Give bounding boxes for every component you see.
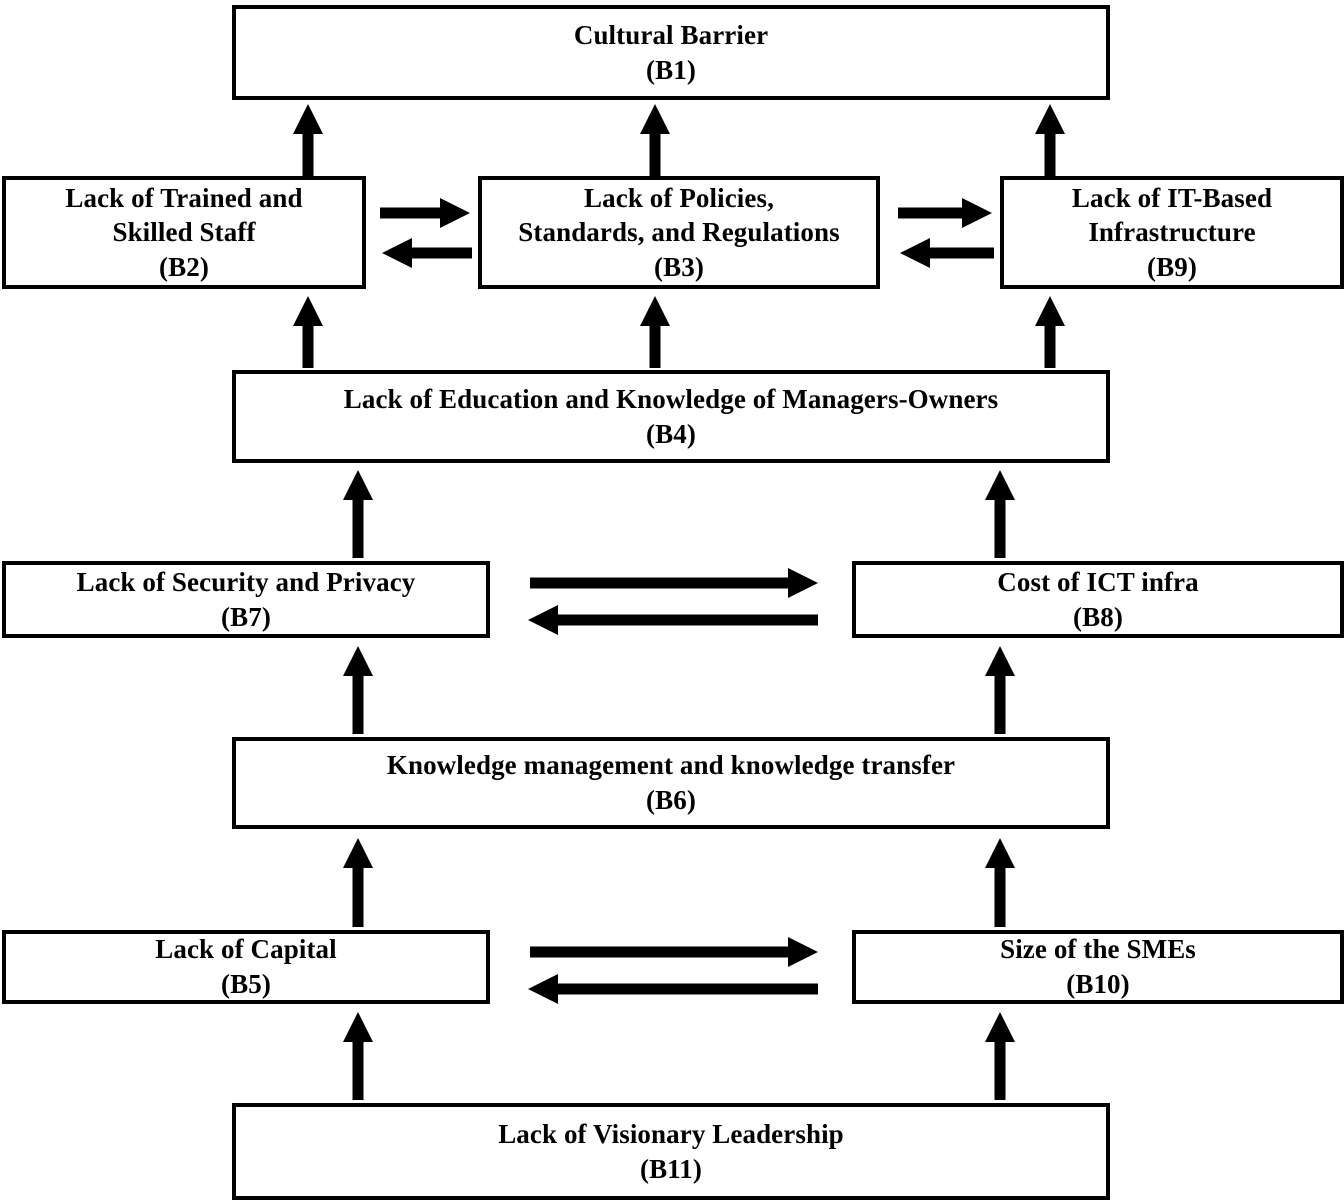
edge-b3-to-b9: [898, 198, 992, 228]
edge-b7-to-b8-glyph: [530, 568, 818, 598]
edge-b4-to-b9: [1035, 296, 1065, 368]
node-b8-label-line: Cost of ICT infra: [997, 566, 1199, 597]
node-b11[interactable]: Lack of Visionary Leadership (B11): [232, 1103, 1110, 1200]
node-b1-label-line: Cultural Barrier: [573, 19, 769, 50]
edge-b4-to-b3: [640, 296, 670, 368]
edge-b5-to-b6: [343, 838, 373, 927]
edge-b11-to-b10-glyph: [985, 1012, 1015, 1100]
node-b7[interactable]: Lack of Security and Privacy (B7): [2, 561, 490, 638]
edge-b10-to-b5-glyph: [528, 974, 818, 1004]
edge-b2-to-b3: [380, 198, 470, 228]
node-b3-label-line: Standards, and Regulations: [518, 217, 840, 248]
node-b7-label-line: Lack of Security and Privacy: [76, 566, 416, 597]
node-b9-label-line: Lack of IT-Based: [1071, 182, 1273, 213]
edge-b4-to-b3-glyph: [640, 296, 670, 368]
edge-b9-to-b3: [900, 238, 994, 268]
node-b4-code: (B4): [646, 418, 696, 449]
node-b11-label-line: Lack of Visionary Leadership: [498, 1118, 844, 1149]
edge-b6-to-b8: [985, 646, 1015, 734]
node-b9-label-line: Infrastructure: [1088, 217, 1256, 248]
node-b2-label-line: Lack of Trained and: [65, 182, 303, 213]
edge-b7-to-b4: [343, 470, 373, 558]
edge-b8-to-b7: [528, 605, 818, 635]
node-b7-code: (B7): [221, 601, 271, 632]
node-b10[interactable]: Size of the SMEs (B10): [852, 930, 1344, 1004]
node-b4-label-line: Lack of Education and Knowledge of Manag…: [343, 383, 999, 414]
node-b6-label-line: Knowledge management and knowledge trans…: [386, 750, 956, 781]
node-b5[interactable]: Lack of Capital (B5): [2, 930, 490, 1004]
edge-b10-to-b5: [528, 974, 818, 1004]
edge-b8-to-b4-glyph: [985, 470, 1015, 558]
edge-b4-to-b2-glyph: [293, 296, 323, 368]
edge-b5-to-b10: [530, 937, 818, 967]
node-b3-code: (B3): [654, 251, 704, 282]
edge-b3-to-b1: [640, 104, 670, 176]
edge-b9-to-b1: [1035, 104, 1065, 176]
node-b10-code: (B10): [1066, 969, 1130, 999]
edge-b6-to-b8-glyph: [985, 646, 1015, 734]
node-b8[interactable]: Cost of ICT infra (B8): [852, 561, 1344, 638]
edge-b11-to-b5-glyph: [343, 1012, 373, 1100]
edge-b4-to-b2: [293, 296, 323, 368]
edge-b11-to-b5: [343, 1012, 373, 1100]
edge-b5-to-b10-glyph: [530, 937, 818, 967]
edge-b3-to-b2: [382, 238, 472, 268]
node-b3[interactable]: Lack of Policies, Standards, and Regulati…: [478, 176, 880, 289]
edge-b6-to-b7: [343, 646, 373, 734]
edge-b2-to-b3-glyph: [380, 198, 470, 228]
node-b1[interactable]: Cultural Barrier (B1): [232, 5, 1110, 100]
edge-b3-to-b9-glyph: [898, 198, 992, 228]
node-b5-code: (B5): [221, 969, 271, 999]
edge-b6-to-b7-glyph: [343, 646, 373, 734]
edge-b4-to-b9-glyph: [1035, 296, 1065, 368]
node-b6-code: (B6): [646, 785, 696, 815]
edge-b3-to-b1-glyph: [640, 104, 670, 176]
edge-b9-to-b3-glyph: [900, 238, 994, 268]
edge-b7-to-b8: [530, 568, 818, 598]
node-b9-code: (B9): [1147, 251, 1197, 282]
node-b3-label-line: Lack of Policies,: [584, 182, 774, 213]
edge-b10-to-b6-glyph: [985, 838, 1015, 927]
node-b11-code: (B11): [639, 1153, 702, 1184]
node-b2-label-line: Skilled Staff: [112, 217, 256, 248]
edge-b2-to-b1: [293, 104, 323, 176]
node-b8-code: (B8): [1073, 601, 1123, 632]
edge-b10-to-b6: [985, 838, 1015, 927]
node-b1-code: (B1): [646, 54, 696, 85]
edge-b3-to-b2-glyph: [382, 238, 472, 268]
edge-b8-to-b4: [985, 470, 1015, 558]
node-b4[interactable]: Lack of Education and Knowledge of Manag…: [232, 370, 1110, 463]
node-b10-label-line: Size of the SMEs: [1000, 934, 1196, 965]
edge-b2-to-b1-glyph: [293, 104, 323, 176]
node-b6[interactable]: Knowledge management and knowledge trans…: [232, 737, 1110, 829]
edge-b8-to-b7-glyph: [528, 605, 818, 635]
node-b2-code: (B2): [159, 251, 209, 282]
edge-b5-to-b6-glyph: [343, 838, 373, 927]
edge-b11-to-b10: [985, 1012, 1015, 1100]
node-b5-label-line: Lack of Capital: [155, 934, 337, 965]
edge-b9-to-b1-glyph: [1035, 104, 1065, 176]
edge-b7-to-b4-glyph: [343, 470, 373, 558]
